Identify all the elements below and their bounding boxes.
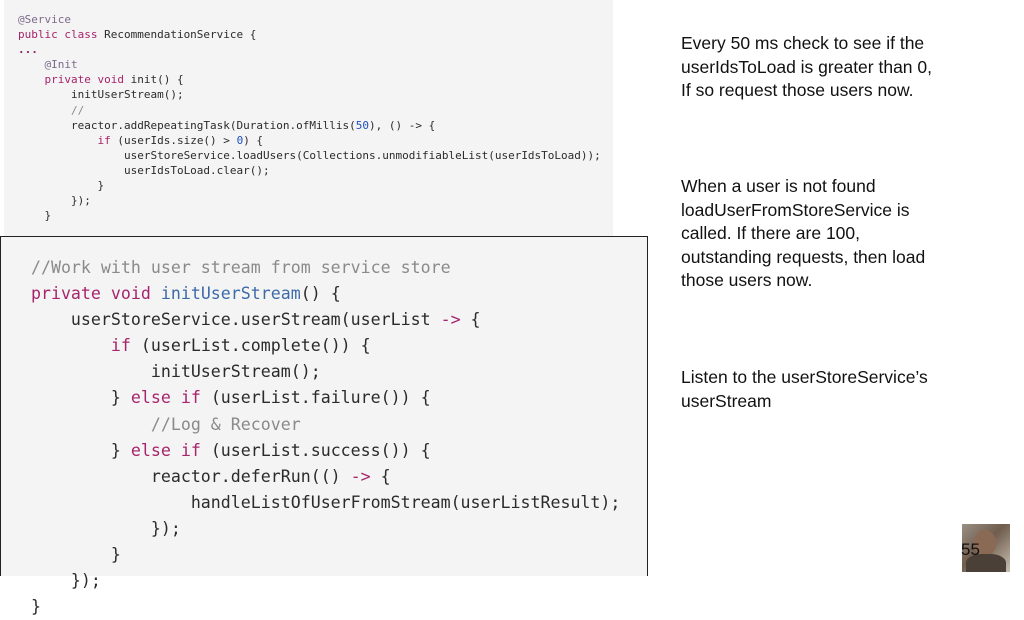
note-line: outstanding requests, then load [681, 246, 926, 267]
note-load-user: When a user is not found loadUserFromSto… [681, 175, 1001, 293]
code-token: 0 [236, 133, 244, 147]
code-token: (userIds.size() > [117, 133, 237, 147]
code-line: }); [1, 516, 647, 542]
code-token: { [460, 310, 481, 330]
code-token: } [18, 179, 105, 193]
code-token: initUserStream [160, 284, 301, 304]
code-token: initUserStream(); [18, 88, 184, 102]
page-number: 55 [961, 540, 980, 559]
code-token: } [1, 545, 121, 565]
code-token: () { [300, 284, 341, 304]
note-line: Listen to the userStoreService’s [681, 367, 928, 387]
code-token: private void [18, 73, 131, 87]
code-token: }); [18, 194, 91, 208]
code-token: // [18, 103, 85, 117]
code-token: @Init [18, 58, 78, 72]
code-token: if [18, 133, 118, 147]
code-token: //Work with user stream from service sto… [1, 258, 451, 277]
code-token: userStoreService.userStream(userList [1, 310, 441, 330]
code-token: private void [1, 284, 161, 304]
code-token: 50 [355, 118, 370, 132]
code-token: -> [440, 310, 461, 330]
code-line: // [18, 103, 613, 118]
note-line: If so request those users now. [681, 80, 914, 100]
note-line: called. If there are 100, [681, 223, 860, 243]
code-line: if (userIds.size() > 0) { [18, 133, 613, 148]
code-line: } [1, 594, 647, 620]
code-token: userStoreService.loadUsers(Collections.u… [18, 148, 601, 162]
code-token: }); [1, 571, 101, 591]
code-line: initUserStream(); [1, 359, 647, 385]
note-line: those users now. [681, 270, 813, 290]
code-token: ), () -> { [369, 118, 436, 132]
code-token: (userList.complete()) { [140, 336, 371, 356]
code-token: RecommendationService { [104, 28, 257, 42]
code-line: }); [18, 193, 613, 208]
code-line: } [18, 208, 613, 223]
avatar-head [974, 530, 996, 556]
note-line: Every 50 ms check to see if the [681, 33, 925, 53]
code-line: userIdsToLoad.clear(); [18, 163, 613, 178]
code-token: } [18, 209, 52, 223]
code-token: //Log & Recover [1, 414, 301, 434]
code-token: (userList.success()) { [210, 440, 431, 460]
code-token: ) { [243, 133, 264, 147]
code-line: } [18, 178, 613, 193]
code-line: private void init() { [18, 72, 613, 87]
code-line: }); [1, 568, 647, 594]
note-repeating-task: Every 50 ms check to see if the userIdsT… [681, 32, 1001, 103]
code-token: } [1, 388, 131, 408]
code-line: private void initUserStream() { [1, 281, 647, 307]
note-user-stream: Listen to the userStoreService’s userStr… [681, 366, 1001, 413]
code-token: public class [18, 28, 105, 42]
code-line: reactor.addRepeatingTask(Duration.ofMill… [18, 118, 613, 133]
code-line: //Work with user stream from service sto… [1, 255, 647, 281]
code-line: } [1, 542, 647, 568]
presenter-avatar [962, 524, 1010, 572]
code-token: initUserStream(); [1, 362, 321, 382]
code-token: else if [130, 388, 211, 408]
code-line: } else if (userList.failure()) { [1, 385, 647, 411]
code-line: @Init [18, 57, 613, 72]
code-token: @Service [18, 13, 71, 26]
code-line: public class RecommendationService { [18, 27, 613, 42]
note-line: userStream [681, 390, 772, 411]
code-token: { [370, 466, 391, 486]
note-line: userIdsToLoad is greater than 0, [681, 56, 932, 77]
code-token: reactor.addRepeatingTask(Duration.ofMill… [18, 118, 356, 132]
code-token: init() { [130, 73, 184, 87]
code-line: userStoreService.userStream(userList -> … [1, 307, 647, 333]
code-token: } [1, 597, 41, 617]
code-line: reactor.deferRun(() -> { [1, 464, 647, 490]
code-token: (userList.failure()) { [210, 388, 431, 408]
code-line: ... [18, 42, 613, 57]
avatar-body [966, 554, 1006, 572]
code-token: if [1, 336, 141, 356]
code-token: } [1, 440, 131, 460]
code-token: }); [1, 518, 181, 538]
note-line: loadUserFromStoreService is [681, 199, 910, 220]
code-line: if (userList.complete()) { [1, 333, 647, 359]
code-line: //Log & Recover [1, 412, 647, 438]
code-token: reactor.deferRun(() [1, 466, 351, 486]
code-line: initUserStream(); [18, 87, 613, 102]
bottom-code-snippet: //Work with user stream from service sto… [0, 236, 648, 616]
note-line: When a user is not found [681, 176, 876, 196]
code-token: else if [130, 440, 211, 460]
code-token: handleListOfUserFromStream(userListResul… [1, 492, 621, 512]
code-token: ... [18, 43, 38, 57]
code-line: userStoreService.loadUsers(Collections.u… [18, 148, 613, 163]
code-line: } else if (userList.success()) { [1, 438, 647, 464]
code-line: @Service [18, 12, 613, 27]
code-token: -> [350, 466, 371, 486]
code-line: handleListOfUserFromStream(userListResul… [1, 490, 647, 516]
code-token: userIdsToLoad.clear(); [18, 163, 270, 177]
